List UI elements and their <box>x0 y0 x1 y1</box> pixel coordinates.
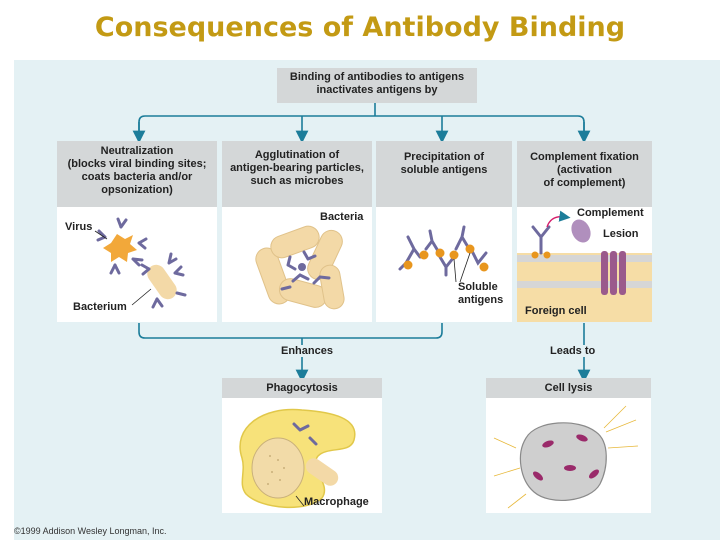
virus-bacterium-drawing <box>94 217 187 309</box>
header-line: coats bacteria and/or <box>81 171 193 183</box>
header-line: of complement) <box>543 177 626 189</box>
virus-icon <box>96 217 148 275</box>
foreign-cell-label: Foreign cell <box>525 305 587 317</box>
bacterium-label: Bacterium <box>73 301 127 313</box>
leads-to-label: Leads to <box>547 345 599 357</box>
copyright-text: ©1999 Addison Wesley Longman, Inc. <box>14 526 167 536</box>
lesion-pore <box>601 251 626 295</box>
macrophage-drawing <box>239 408 356 508</box>
precipitation-illustration: Soluble antigens <box>376 207 512 322</box>
soluble-label-line-2: antigens <box>458 294 504 306</box>
header-line: (activation <box>556 164 612 176</box>
precipitation-header: Precipitation of soluble antigens <box>376 141 512 213</box>
agglutination-header: Agglutination of antigen-bearing particl… <box>222 141 372 211</box>
virus-label: Virus <box>65 221 93 233</box>
membrane <box>517 253 652 293</box>
header-line: Neutralization <box>100 145 174 157</box>
cell-lysis-header: Cell lysis <box>486 378 651 398</box>
header-line: such as microbes <box>250 175 344 187</box>
header-line: (blocks viral binding sites; <box>67 158 207 170</box>
bacteria-label: Bacteria <box>320 211 364 223</box>
bacterium-icon <box>140 252 187 309</box>
macrophage-label: Macrophage <box>304 496 369 508</box>
lesion-label: Lesion <box>603 228 639 240</box>
top-box-line-1: Binding of antibodies to antigens <box>289 71 465 83</box>
complement-label: Complement <box>577 207 644 219</box>
membrane-lesion-drawing <box>517 207 652 295</box>
soluble-antigen-lattice-drawing <box>398 225 489 283</box>
top-box-line-2: inactivates antigens by <box>316 84 438 96</box>
soluble-label-line-1: Soluble <box>458 281 498 293</box>
header-line: Precipitation of <box>403 151 485 163</box>
top-box: Binding of antibodies to antigens inacti… <box>277 68 477 103</box>
bacteria-cluster-drawing <box>255 225 345 310</box>
enhances-label: Enhances <box>278 345 336 357</box>
slide-title: Consequences of Antibody Binding <box>94 12 626 43</box>
header-line: Complement fixation <box>530 151 639 163</box>
cell-lysis-illustration <box>486 398 651 513</box>
neutralization-header: Neutralization (blocks viral binding sit… <box>57 141 217 207</box>
header-line: soluble antigens <box>400 164 488 176</box>
header-line: opsonization) <box>101 184 173 196</box>
soluble-antigens-label: Soluble antigens <box>458 281 503 307</box>
lysed-cell-drawing <box>493 405 639 509</box>
complement-fixation-header: Complement fixation (activation of compl… <box>517 141 652 213</box>
header-line: Agglutination of <box>254 149 340 161</box>
complement-illustration: Complement Lesion Foreign cell <box>517 207 652 322</box>
phagocytosis-illustration: Macrophage <box>222 398 382 513</box>
neutralization-illustration: Virus Bacterium <box>57 207 217 322</box>
phagocytosis-header: Phagocytosis <box>222 378 382 398</box>
agglutination-illustration: Bacteria <box>222 207 372 322</box>
header-line: antigen-bearing particles, <box>230 162 364 174</box>
